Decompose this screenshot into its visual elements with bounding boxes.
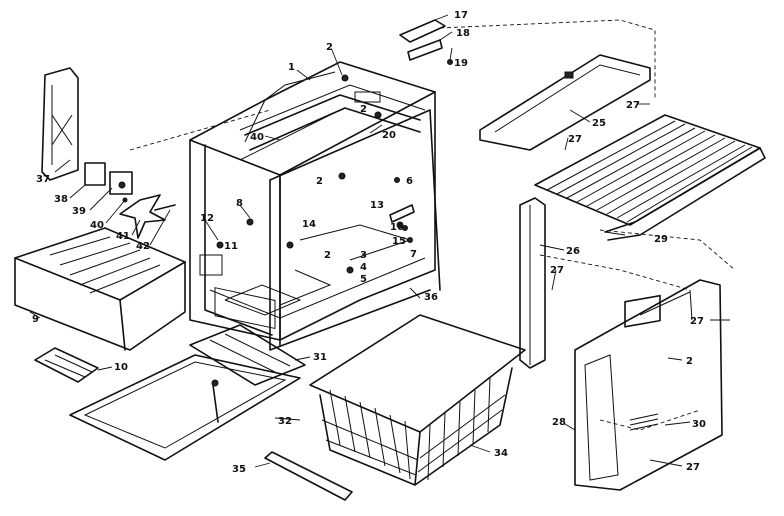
label-11: 11 — [224, 241, 238, 252]
label-4: 4 — [360, 262, 367, 273]
label-34: 34 — [494, 448, 508, 459]
label-2-panel: 2 — [686, 356, 693, 367]
evaporator-channel — [244, 91, 421, 151]
control-housing — [624, 294, 661, 431]
label-20: 20 — [382, 130, 396, 141]
cabinet-hardware — [389, 204, 415, 243]
label-29: 29 — [654, 234, 668, 245]
label-17: 17 — [454, 10, 468, 21]
label-30: 30 — [692, 419, 706, 430]
fan-assembly — [84, 162, 176, 239]
label-26: 26 — [566, 246, 580, 257]
label-27-bottom: 27 — [686, 462, 700, 473]
label-9: 9 — [32, 314, 39, 325]
wire-basket — [309, 314, 526, 486]
label-1: 1 — [288, 62, 295, 73]
label-27-rail: 27 — [568, 134, 582, 145]
label-28: 28 — [552, 417, 566, 428]
label-36: 36 — [424, 292, 438, 303]
divider-frame — [269, 109, 441, 351]
liner-panel — [574, 279, 723, 491]
label-38: 38 — [54, 194, 68, 205]
floor-plate — [189, 324, 306, 386]
label-27-top: 27 — [626, 100, 640, 111]
part-labels: 17 18 19 1 2 27 25 27 29 26 27 27 2 30 2… — [32, 10, 706, 475]
hinge-parts — [399, 19, 453, 65]
leader-lines — [29, 14, 730, 468]
label-31: 31 — [313, 352, 327, 363]
reference-lines — [129, 19, 736, 291]
label-5: 5 — [360, 274, 367, 285]
label-13: 13 — [370, 200, 384, 211]
label-2-upper: 2 — [360, 104, 367, 115]
label-7: 7 — [410, 249, 417, 260]
label-14: 14 — [302, 219, 316, 230]
label-8: 8 — [236, 198, 243, 209]
label-10: 10 — [114, 362, 128, 373]
label-2-floor: 2 — [324, 250, 331, 261]
ice-tray — [34, 347, 99, 383]
label-6: 6 — [406, 176, 413, 187]
label-27-mid: 27 — [550, 265, 564, 276]
label-41: 41 — [116, 231, 130, 242]
cabinet-shell — [189, 61, 436, 341]
drip-pan — [69, 354, 301, 461]
wire-shelf — [534, 114, 766, 241]
label-25: 25 — [592, 118, 606, 129]
bracket-left — [41, 67, 79, 181]
label-42: 42 — [136, 241, 150, 252]
label-35: 35 — [232, 464, 246, 475]
label-16: 16 — [390, 222, 404, 233]
label-15: 15 — [392, 236, 406, 247]
label-2-top: 2 — [326, 42, 333, 53]
label-40-left: 40 — [90, 220, 104, 231]
label-27-panel: 27 — [690, 316, 704, 327]
evaporator-cover — [14, 227, 186, 351]
shelf-rail — [479, 54, 651, 151]
label-32: 32 — [278, 416, 292, 427]
label-2-mid: 2 — [316, 176, 323, 187]
label-37: 37 — [36, 174, 50, 185]
label-3: 3 — [360, 250, 367, 261]
label-39: 39 — [72, 206, 86, 217]
label-19: 19 — [454, 58, 468, 69]
label-40-top: 40 — [250, 132, 264, 143]
label-12: 12 — [200, 213, 214, 224]
label-18: 18 — [456, 28, 470, 39]
vertical-rail — [519, 197, 546, 369]
trim-strip — [264, 451, 353, 501]
